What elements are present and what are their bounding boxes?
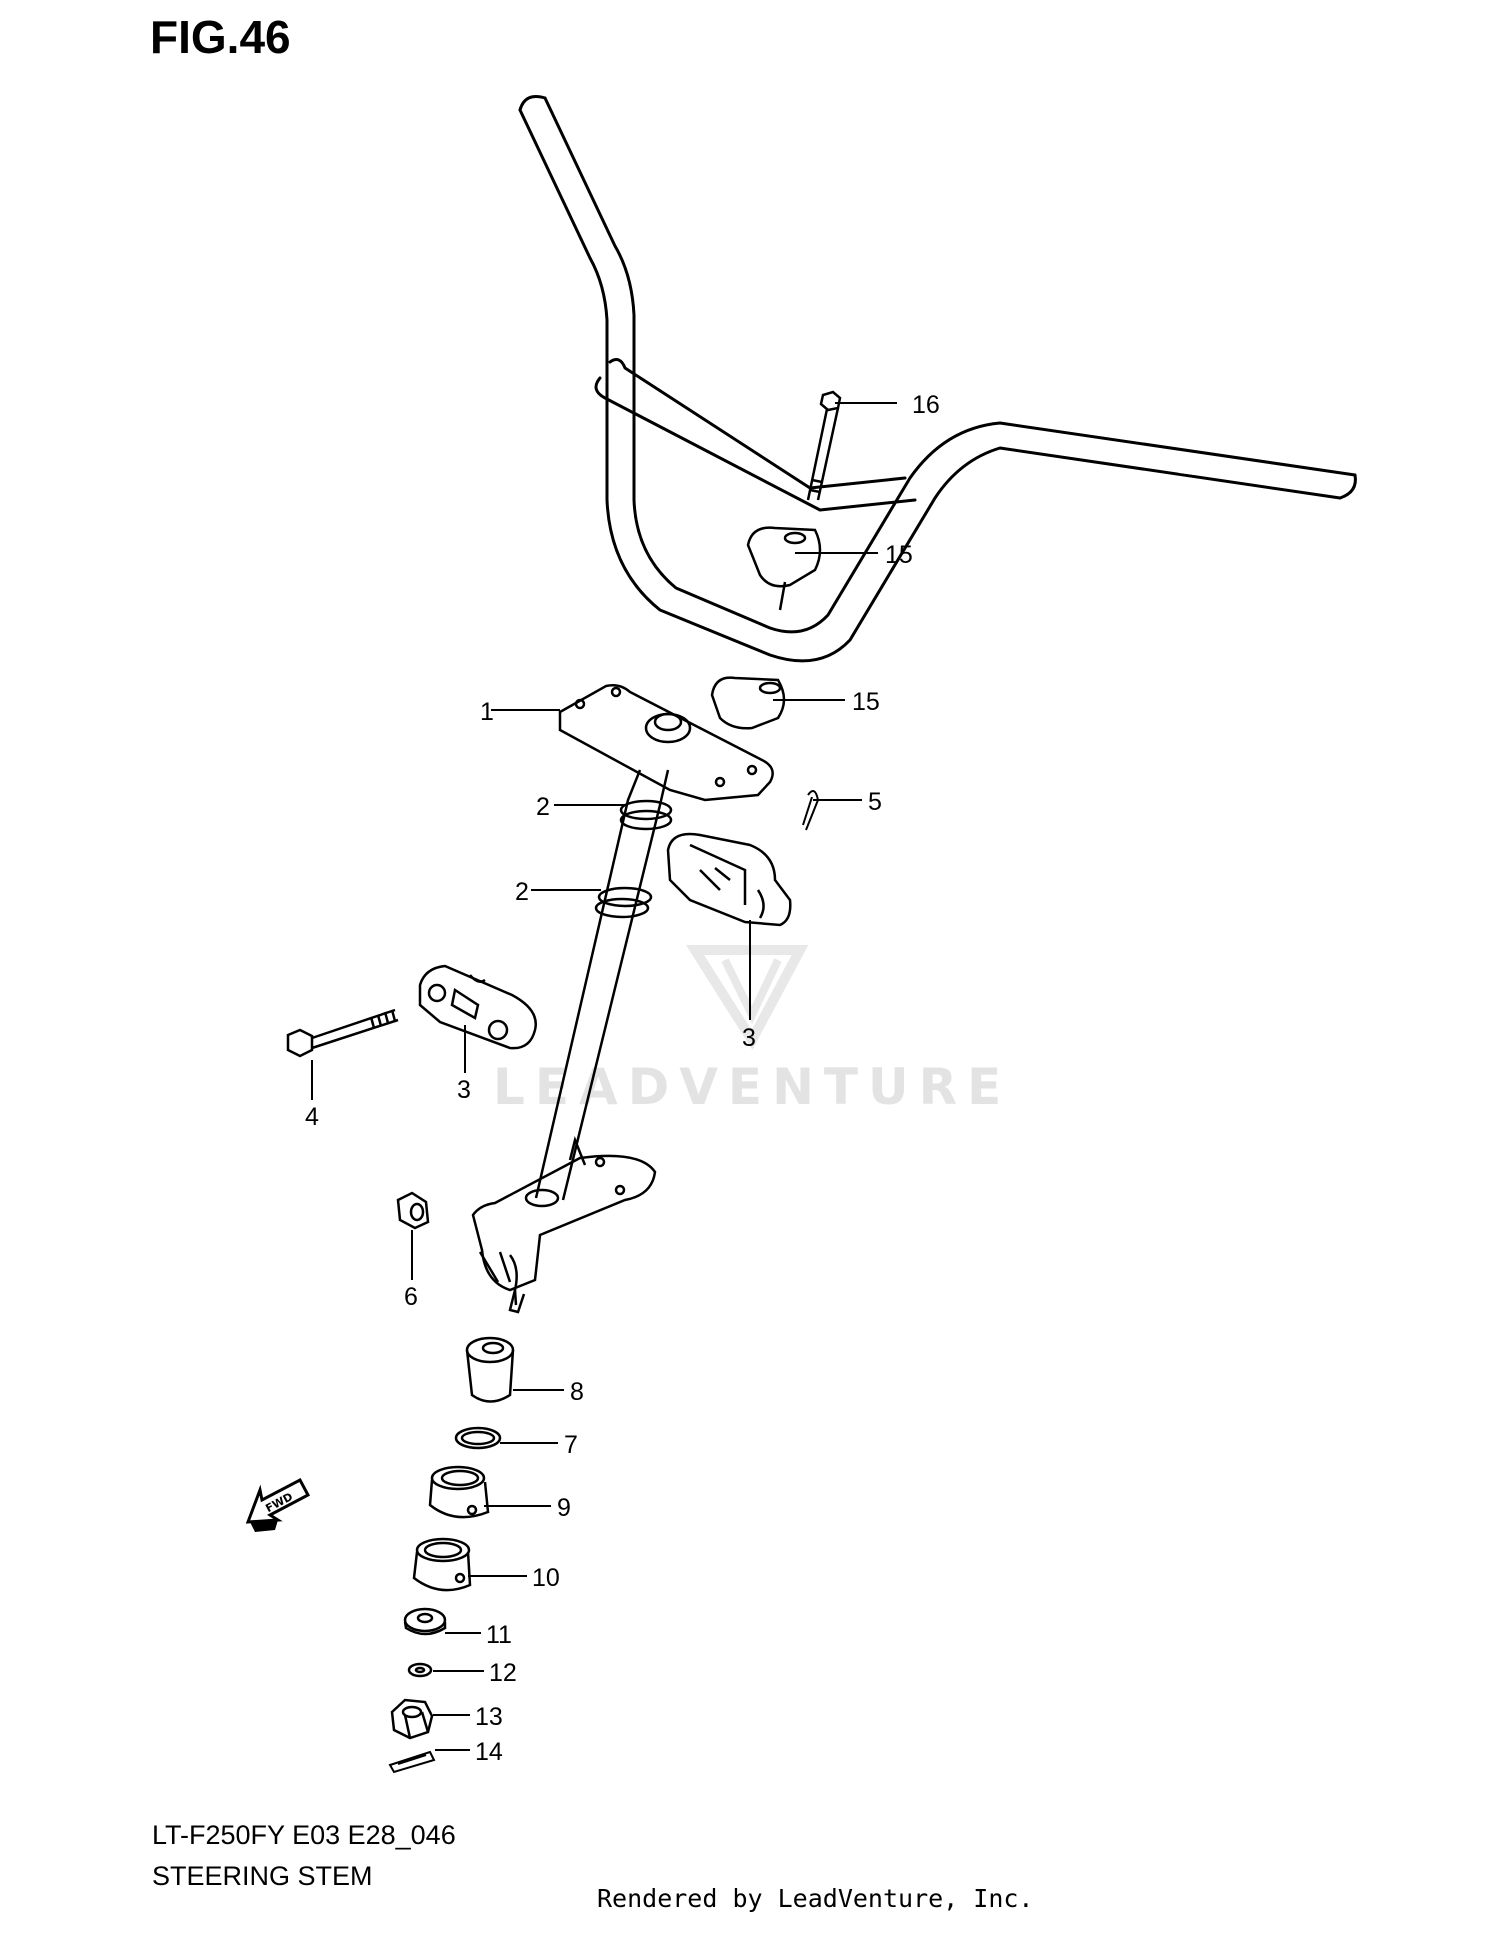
callout-15-lower: 15: [852, 688, 880, 716]
washer: [403, 1607, 447, 1636]
watermark-text: LEADVENTURE: [493, 1058, 1011, 1116]
callouts: 16 15 15 1 5 2 2 3 3 4 6 8 7 9 10 11 12 …: [305, 391, 940, 1766]
callout-16: 16: [912, 391, 940, 419]
upper-holder: [746, 526, 822, 611]
callout-2-lower: 2: [515, 878, 529, 906]
callout-11: 11: [486, 1621, 512, 1649]
callout-2-upper: 2: [536, 793, 550, 821]
fwd-arrow: FWD: [245, 1477, 311, 1532]
shaft-holder-right: [666, 832, 792, 927]
small-washer: [407, 1662, 433, 1678]
callout-13: 13: [475, 1703, 503, 1731]
section-name: STEERING STEM: [152, 1861, 373, 1891]
callout-3-right: 3: [742, 1024, 756, 1052]
callout-3-left: 3: [457, 1076, 471, 1104]
upper-bearing: [428, 1465, 490, 1519]
callout-1: 1: [480, 698, 494, 726]
lock-nut: [390, 1698, 434, 1740]
callout-15-upper: 15: [885, 541, 913, 569]
bushing: [465, 1336, 515, 1403]
steering-shaft: [471, 769, 673, 1314]
callout-14: 14: [475, 1738, 503, 1766]
leadventure-watermark: LEADVENTURE: [493, 945, 1011, 1116]
callout-9: 9: [557, 1494, 571, 1522]
cotter-pin: [802, 790, 820, 831]
model-code: LT-F250FY E03 E28_046: [152, 1820, 456, 1850]
rendered-by-credit: Rendered by LeadVenture, Inc.: [597, 1884, 1034, 1913]
lower-holder: [710, 676, 786, 730]
callout-12: 12: [489, 1659, 517, 1687]
leader-lines: [311, 402, 897, 1751]
stem-nut: [396, 1191, 430, 1230]
holder-bolt: [286, 1008, 399, 1058]
figure-title: FIG.46: [150, 11, 291, 63]
handlebar-bracket-plate: [558, 684, 774, 802]
cotter-pin-lower: [388, 1750, 436, 1774]
callout-8: 8: [570, 1378, 584, 1406]
callout-4: 4: [305, 1103, 319, 1131]
callout-7: 7: [564, 1431, 578, 1459]
lower-bearing: [412, 1537, 472, 1592]
callout-6: 6: [404, 1283, 418, 1311]
shaft-holder-left: [418, 964, 537, 1050]
callout-10: 10: [532, 1564, 560, 1592]
handlebar-clamp-bolt: [806, 390, 842, 501]
handlebar: [518, 95, 1357, 663]
callout-5: 5: [868, 788, 882, 816]
seal-ring: [454, 1426, 502, 1450]
